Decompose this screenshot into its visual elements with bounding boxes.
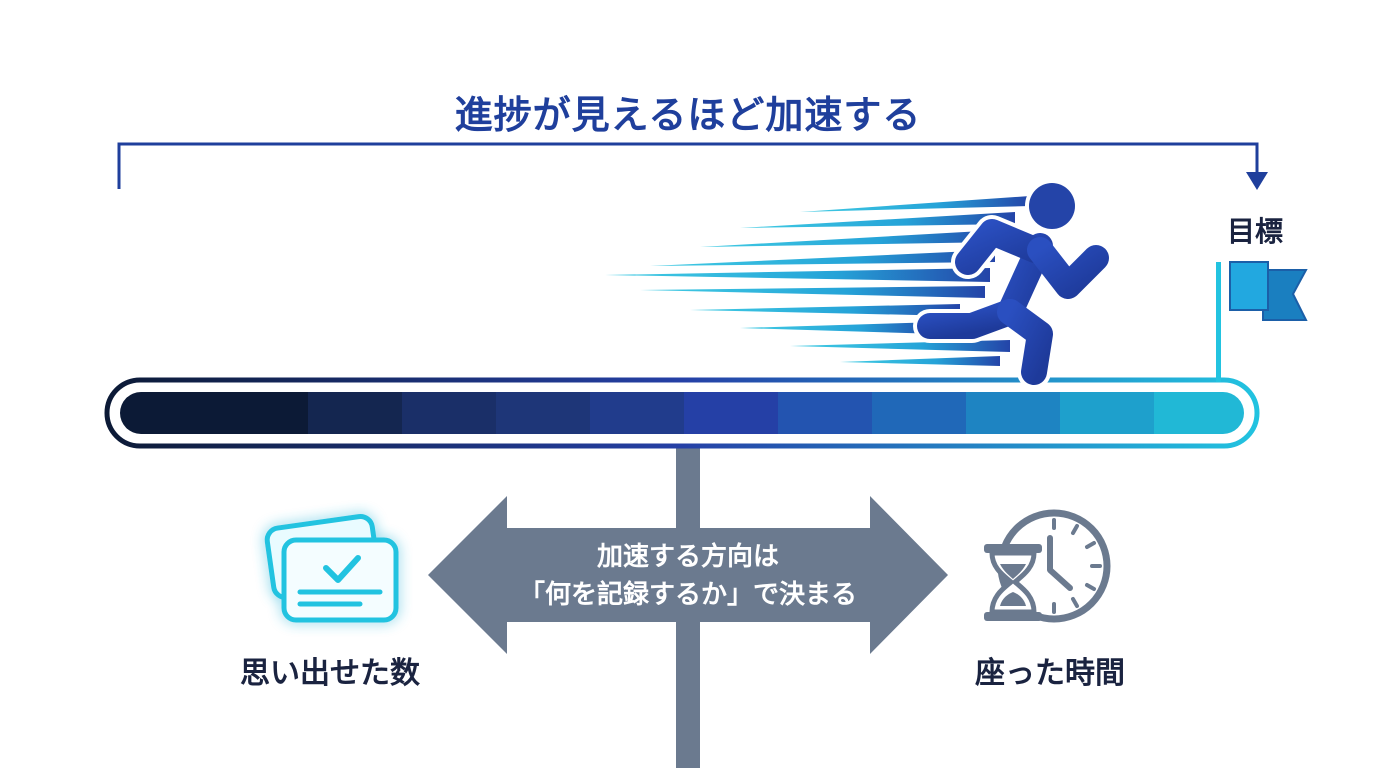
diagram-title: 進捗が見えるほど加速する xyxy=(454,93,922,137)
center-arrow-line2: 「何を記録するか」で決まる xyxy=(518,580,857,610)
center-arrow-line1: 加速する方向は xyxy=(596,542,779,572)
double-arrow xyxy=(428,496,948,654)
running-person-icon xyxy=(913,179,1113,389)
checked-cards-icon xyxy=(264,514,399,623)
goal-label: 目標 xyxy=(1226,215,1283,248)
speed-lines xyxy=(605,196,1030,366)
progress-bar xyxy=(104,377,1260,449)
progress-bar-segments xyxy=(120,392,1244,434)
right-option-label: 座った時間 xyxy=(975,656,1125,691)
left-option-label: 思い出せた数 xyxy=(240,656,420,691)
clock-hourglass-icon xyxy=(984,509,1111,623)
goal-flag-icon xyxy=(1216,261,1308,382)
top-bracket xyxy=(117,142,1268,190)
center-arrow-text: 加速する方向は 「何を記録するか」で決まる xyxy=(470,538,906,614)
